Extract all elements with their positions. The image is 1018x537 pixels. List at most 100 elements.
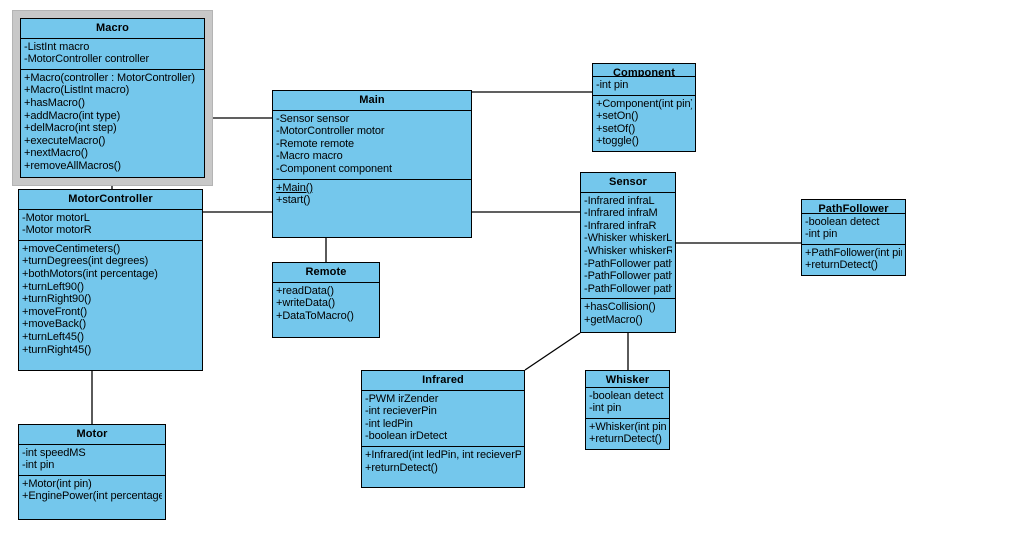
attributes-compartment-component: -int pin bbox=[593, 77, 695, 96]
association-sensor-infrared[interactable] bbox=[524, 332, 581, 371]
attribute-row: -Infrared infraR bbox=[584, 219, 657, 232]
class-name-main: Main bbox=[273, 91, 471, 111]
attribute-row: -Motor motorR bbox=[22, 224, 92, 237]
method-row: +Macro(controller : MotorController) bbox=[24, 71, 195, 84]
attribute-row: -int ledPin bbox=[365, 417, 413, 430]
uml-class-infrared[interactable]: Infrared-PWM irZender-int recieverPin-in… bbox=[361, 370, 525, 488]
attributes-compartment-macro: -ListInt macro-MotorController controlle… bbox=[21, 39, 204, 70]
method-row: +moveBack() bbox=[22, 318, 87, 331]
uml-class-pathfollower[interactable]: PathFollower-boolean detect-int pin+Path… bbox=[801, 199, 906, 276]
class-name-remote: Remote bbox=[273, 263, 379, 283]
method-row: +moveFront() bbox=[22, 305, 88, 318]
method-row: +bothMotors(int percentage) bbox=[22, 267, 158, 280]
method-row: +start() bbox=[276, 194, 311, 207]
attribute-row: -int pin bbox=[589, 402, 622, 415]
methods-compartment-sensor: +hasCollision()+getMacro() bbox=[581, 299, 675, 332]
methods-compartment-infrared: +Infrared(int ledPin, int recieverPin)+r… bbox=[362, 447, 524, 487]
attributes-compartment-motorcontroller: -Motor motorL-Motor motorR bbox=[19, 210, 202, 241]
method-row: +addMacro(int type) bbox=[24, 109, 121, 122]
attribute-row: -Whisker whiskerR bbox=[584, 244, 672, 257]
attributes-compartment-infrared: -PWM irZender-int recieverPin-int ledPin… bbox=[362, 391, 524, 447]
attributes-compartment-whisker: -boolean detect-int pin bbox=[586, 388, 669, 419]
attribute-row: -boolean irDetect bbox=[365, 430, 448, 443]
methods-compartment-main: +Main()+start() bbox=[273, 180, 471, 237]
method-row: +writeData() bbox=[276, 297, 336, 310]
methods-compartment-macro: +Macro(controller : MotorController)+Mac… bbox=[21, 70, 204, 177]
method-row: +returnDetect() bbox=[589, 433, 662, 446]
method-row: +returnDetect() bbox=[365, 461, 438, 474]
attribute-row: -int pin bbox=[596, 79, 629, 92]
method-row: +DataToMacro() bbox=[276, 309, 354, 322]
method-row: +Component(int pin) bbox=[596, 97, 692, 110]
method-row: +turnLeft45() bbox=[22, 330, 84, 343]
attribute-row: -boolean detect bbox=[589, 389, 664, 402]
method-row: +returnDetect() bbox=[805, 259, 878, 272]
attribute-row: -Infrared infraM bbox=[584, 207, 658, 220]
uml-class-component[interactable]: Component-int pin+Component(int pin)+set… bbox=[592, 63, 696, 152]
method-row: +setOn() bbox=[596, 110, 639, 123]
class-name-motor: Motor bbox=[19, 425, 165, 445]
class-name-motorcontroller: MotorController bbox=[19, 190, 202, 210]
method-row: +Macro(ListInt macro) bbox=[24, 84, 130, 97]
uml-class-macro[interactable]: Macro-ListInt macro-MotorController cont… bbox=[20, 18, 205, 178]
methods-compartment-whisker: +Whisker(int pin)+returnDetect() bbox=[586, 419, 669, 449]
attribute-row: -PWM irZender bbox=[365, 392, 439, 405]
methods-compartment-motor: +Motor(int pin)+EnginePower(int percenta… bbox=[19, 476, 165, 519]
attributes-compartment-pathfollower: -boolean detect-int pin bbox=[802, 214, 905, 245]
attribute-row: -Macro macro bbox=[276, 150, 343, 163]
uml-class-motor[interactable]: Motor-int speedMS-int pin +Motor(int pin)… bbox=[18, 424, 166, 520]
attribute-row: -MotorController controller bbox=[24, 53, 150, 66]
attribute-row: -boolean detect bbox=[805, 215, 880, 228]
method-row: +toggle() bbox=[596, 135, 639, 148]
method-row: +turnRight90() bbox=[22, 293, 92, 306]
class-name-sensor: Sensor bbox=[581, 173, 675, 193]
attribute-row: -Motor motorL bbox=[22, 211, 90, 224]
attribute-row: -Infrared infraL bbox=[584, 194, 655, 207]
uml-class-whisker[interactable]: Whisker-boolean detect-int pin+Whisker(i… bbox=[585, 370, 670, 450]
attribute-row: -PathFollower pathR bbox=[584, 282, 672, 295]
method-row: +EnginePower(int percentage) bbox=[22, 490, 162, 503]
method-row: +hasCollision() bbox=[584, 301, 656, 314]
attributes-compartment-sensor: -Infrared infraL-Infrared infraM-Infrare… bbox=[581, 193, 675, 300]
attribute-row: -Whisker whiskerL bbox=[584, 232, 672, 245]
attribute-row: -Sensor sensor bbox=[276, 112, 350, 125]
method-row: +Motor(int pin) bbox=[22, 477, 92, 490]
class-name-component: Component bbox=[593, 64, 695, 78]
attribute-row: -MotorController motor bbox=[276, 125, 385, 138]
uml-class-sensor[interactable]: Sensor-Infrared infraL-Infrared infraM-I… bbox=[580, 172, 676, 333]
method-row: +delMacro(int step) bbox=[24, 122, 117, 135]
method-row: +readData() bbox=[276, 284, 334, 297]
uml-class-main[interactable]: Main-Sensor sensor-MotorController motor… bbox=[272, 90, 472, 238]
attribute-row: -int pin bbox=[22, 459, 55, 472]
method-row: +removeAllMacros() bbox=[24, 159, 121, 172]
attribute-row: -int recieverPin bbox=[365, 405, 437, 418]
attribute-row: -PathFollower pathL bbox=[584, 257, 672, 270]
method-row: +executeMacro() bbox=[24, 134, 106, 147]
uml-class-motorcontroller[interactable]: MotorController-Motor motorL-Motor motor… bbox=[18, 189, 203, 371]
attribute-row: -ListInt macro bbox=[24, 40, 90, 53]
methods-compartment-motorcontroller: +moveCentimeters()+turnDegrees(int degre… bbox=[19, 241, 202, 370]
attribute-row: -int speedMS bbox=[22, 446, 86, 459]
method-row: +PathFollower(int pin) bbox=[805, 246, 902, 259]
method-row: +turnDegrees(int degrees) bbox=[22, 255, 149, 268]
method-row: +Infrared(int ledPin, int recieverPin) bbox=[365, 448, 521, 461]
methods-compartment-component: +Component(int pin)+setOn()+setOf()+togg… bbox=[593, 96, 695, 151]
uml-class-remote[interactable]: Remote+readData()+writeData()+DataToMacr… bbox=[272, 262, 380, 338]
attributes-compartment-main: -Sensor sensor-MotorController motor-Rem… bbox=[273, 111, 471, 180]
class-name-whisker: Whisker bbox=[586, 371, 669, 388]
method-row: +Whisker(int pin) bbox=[589, 420, 666, 433]
method-row: +turnRight45() bbox=[22, 343, 92, 356]
method-row: +hasMacro() bbox=[24, 96, 85, 109]
method-row: +setOf() bbox=[596, 122, 636, 135]
attribute-row: -int pin bbox=[805, 228, 838, 241]
attribute-row: -Component component bbox=[276, 162, 393, 175]
method-row: +nextMacro() bbox=[24, 147, 88, 160]
methods-compartment-pathfollower: +PathFollower(int pin)+returnDetect() bbox=[802, 245, 905, 275]
class-name-pathfollower: PathFollower bbox=[802, 200, 905, 214]
methods-compartment-remote: +readData()+writeData()+DataToMacro() bbox=[273, 283, 379, 337]
method-row: +getMacro() bbox=[584, 313, 643, 326]
class-name-infrared: Infrared bbox=[362, 371, 524, 391]
method-row-static: +Main() bbox=[276, 181, 313, 194]
class-name-macro: Macro bbox=[21, 19, 204, 39]
